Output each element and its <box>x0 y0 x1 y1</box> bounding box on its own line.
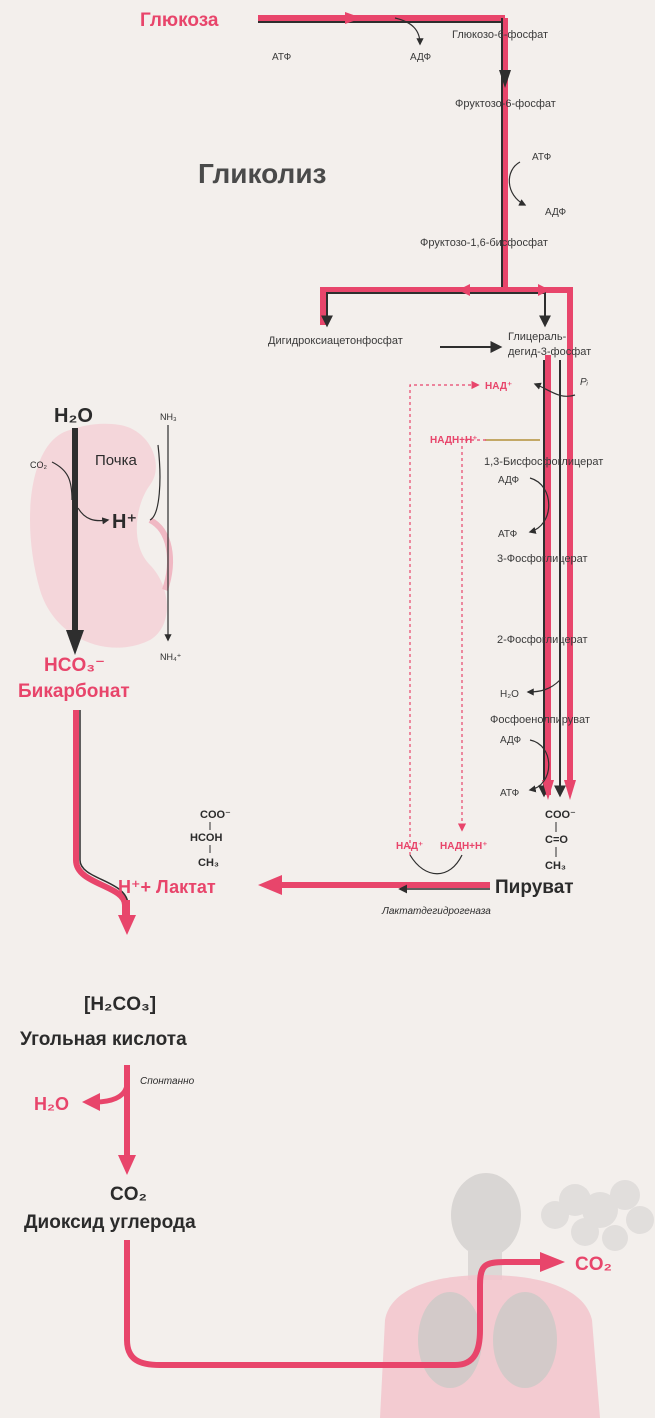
label-h2o-glycolysis: H₂O <box>500 689 519 700</box>
label-dhap: Дигидроксиацетонфосфат <box>268 335 403 347</box>
arrow-lactate-head <box>258 875 282 895</box>
label-pg3: 3-Фосфоглицерат <box>497 553 588 565</box>
label-pep: Фосфоенолпируват <box>490 714 590 726</box>
dotted-nad-loop <box>409 380 480 855</box>
path-bicarb-down-dark <box>79 710 129 906</box>
label-pi: Pᵢ <box>580 377 589 388</box>
label-kidney-hplus: H⁺ <box>112 511 137 533</box>
label-glucose: Глюкоза <box>140 10 219 31</box>
path-left-red-end <box>542 780 554 800</box>
label-adp-4: АДФ <box>500 735 522 746</box>
label-lactate-ch3: CH₃ <box>198 857 219 869</box>
path-split-left-dark <box>321 292 505 328</box>
label-spontaneous: Спонтанно <box>140 1076 195 1087</box>
label-atp-1: АТФ <box>272 52 292 63</box>
curve-kidney-co2 <box>51 461 73 501</box>
label-adp-1: АДФ <box>410 52 432 63</box>
dotted-nadh-loop <box>457 439 486 832</box>
label-pg2: 2-Фосфоглицерат <box>497 634 588 646</box>
label-kidney-organ: Почка <box>95 452 138 469</box>
label-lactate: H⁺+ Лактат <box>118 877 216 897</box>
label-exhaled-co2: CO₂ <box>575 1254 612 1275</box>
path-co2-exhale <box>124 1240 545 1368</box>
arrow-split-a <box>458 284 470 296</box>
path-split-right-dark <box>505 292 551 328</box>
label-atp-2: АТФ <box>532 152 552 163</box>
label-kidney-nh4: NH₄⁺ <box>160 652 182 662</box>
label-pyruvate-co: C=O <box>545 834 568 846</box>
label-ldh-nadh: НАДН+Н⁺ <box>440 841 488 852</box>
label-kidney-h2o: H₂O <box>54 405 93 427</box>
arrow-f6p-head <box>499 70 511 88</box>
label-carbonic-name: Угольная кислота <box>20 1029 187 1050</box>
label-ldh: Лактатдегидрогеназа <box>381 906 491 917</box>
label-pyruvate-coo: COO⁻ <box>545 809 576 821</box>
curve-ldh <box>409 854 463 875</box>
curve-nad <box>533 382 576 397</box>
label-atp-4: АТФ <box>500 788 520 799</box>
arrow-kidney-h2o-head <box>66 630 84 655</box>
label-pyruvate: Пируват <box>495 877 574 898</box>
label-lactate-coo: COO⁻ <box>200 809 231 821</box>
label-ldh-nad: НАД⁺ <box>396 841 423 852</box>
curve-atp1 <box>394 17 424 46</box>
label-adp-3: АДФ <box>498 475 520 486</box>
curve-adp3 <box>528 477 550 534</box>
curve-kidney-h <box>77 507 110 525</box>
arrow-glucose-head <box>345 12 362 24</box>
label-lactate-hcoh: HCOH <box>190 832 222 844</box>
label-adp-2: АДФ <box>545 207 567 218</box>
arrow-h2o-out-head <box>82 1093 100 1111</box>
label-fructose-6p: Фруктозо-6-фосфат <box>455 98 556 110</box>
label-kidney-nh3: NH₃ <box>160 412 177 422</box>
curve-h2o <box>526 679 561 696</box>
label-kidney-co2: CO₂ <box>30 460 48 470</box>
label-co2: CO₂ <box>110 1184 147 1205</box>
arrow-exhale-head <box>540 1252 565 1272</box>
label-glucose-6p: Глюкозо-6-фосфат <box>452 29 548 41</box>
curve-atp2 <box>508 161 527 206</box>
label-pyruvate-ch3: CH₃ <box>545 860 566 872</box>
arrow-co2-head <box>118 1155 136 1175</box>
label-atp-3: АТФ <box>498 529 518 540</box>
curve-kidney-h-right <box>149 444 161 521</box>
label-co2-name: Диоксид углерода <box>24 1212 196 1233</box>
diagram-title: Гликолиз <box>198 158 326 189</box>
curve-adp4 <box>528 739 550 793</box>
label-g3p-line2: дегид-3-фосфат <box>508 346 591 358</box>
label-h2o-out: H₂O <box>34 1094 69 1114</box>
label-carbonic-formula: [H₂CO₃] <box>84 994 156 1015</box>
arrow-split-b <box>538 284 550 296</box>
label-nadh-top: НАДН+Н⁺ <box>430 435 478 446</box>
label-kidney-bicarbonate: Бикарбонат <box>18 681 130 702</box>
label-nad-top: НАД⁺ <box>485 381 512 392</box>
path-split-right <box>505 287 573 790</box>
label-g3p-line1: Глицераль- <box>508 331 567 343</box>
label-bpg13: 1,3-Бисфосфоглицерат <box>484 456 603 468</box>
path-split-left <box>320 287 505 325</box>
label-fructose-16bp: Фруктозо-1,6-бисфосфат <box>420 237 548 249</box>
path-right-red-end <box>564 780 576 800</box>
label-kidney-hco3: HCO₃⁻ <box>44 655 105 676</box>
human-figure-illustration <box>380 1173 654 1418</box>
